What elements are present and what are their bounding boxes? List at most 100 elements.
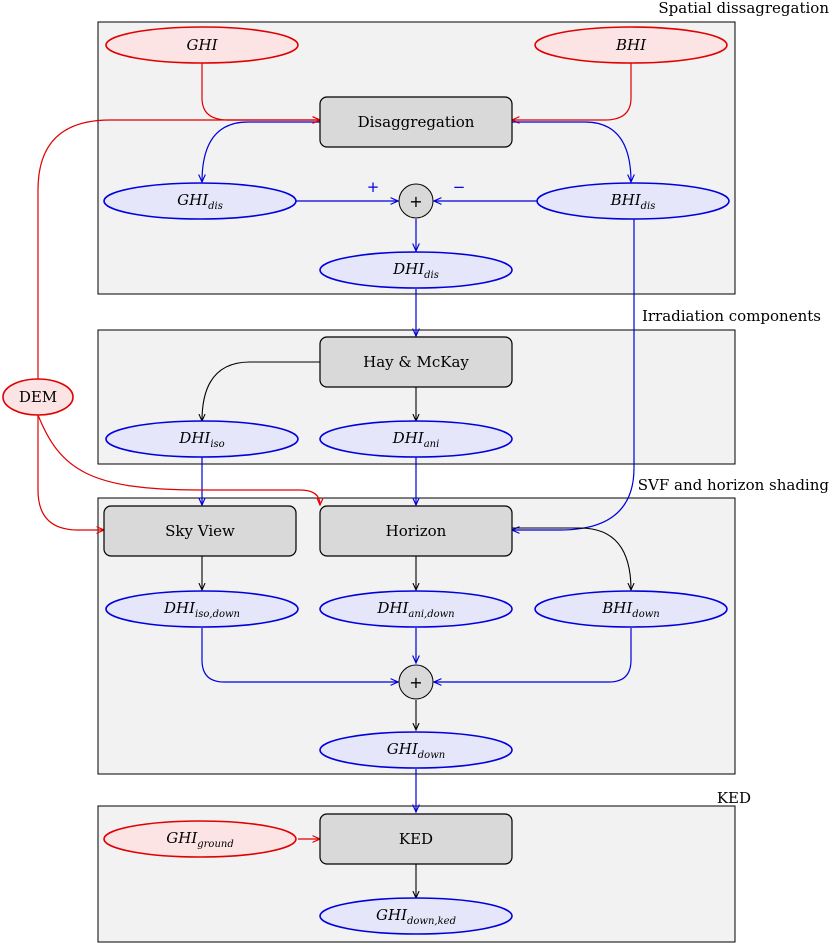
var-ghi-down-ked: GHIdown,ked — [319, 897, 513, 935]
process-disaggregation: Disaggregation — [319, 96, 513, 148]
var-dhi-ani: DHIani — [319, 420, 513, 458]
var-ghi-down-ked-sub: down,ked — [407, 916, 456, 927]
group-svf-title: SVF and horizon shading — [638, 476, 830, 494]
var-dhi-iso-down-ellipse — [105, 590, 299, 628]
var-dhi-dis-ellipse — [319, 251, 513, 289]
var-dhi-ani-down-base: DHI — [376, 599, 409, 617]
var-ghi-dis-sub: dis — [208, 201, 223, 212]
process-hay-mckay-label: Hay & McKay — [363, 353, 469, 371]
process-disaggregation-box — [319, 96, 513, 148]
var-bhi: BHI — [534, 26, 728, 64]
var-dem-label: DEM — [19, 388, 57, 406]
var-bhi-dis-label: BHIdis — [610, 191, 656, 212]
var-bhi-down-base: BHI — [601, 599, 633, 617]
var-ghi-down-ked-label: GHIdown,ked — [376, 906, 456, 927]
var-ghi-ground-label: GHIground — [166, 829, 233, 850]
var-dhi-ani-ellipse — [319, 420, 513, 458]
var-dhi-iso-down-sub: iso,down — [195, 609, 240, 620]
var-ghi-dis-ellipse — [103, 182, 297, 220]
var-dhi-iso-label: DHIiso — [178, 429, 224, 450]
var-dhi-ani-base: DHI — [392, 429, 425, 447]
var-dhi-iso-down-base: DHI — [163, 599, 196, 617]
var-bhi-down-sub: down — [632, 609, 659, 620]
plus-sign: + — [367, 178, 380, 196]
sum-node-dis: + — [398, 183, 434, 219]
var-dhi-ani-down: DHIani,down — [319, 590, 513, 628]
edge-hay-mckay-to-dhi-iso — [202, 361, 320, 421]
var-ghi-ground-sub: ground — [197, 839, 233, 850]
edges — [37, 62, 634, 898]
var-ghi-dis: GHIdis — [103, 182, 297, 220]
process-horizon-label: Horizon — [386, 522, 447, 540]
var-ghi-down: GHIdown — [319, 731, 513, 769]
var-bhi-down-label: BHIdown — [601, 599, 659, 620]
var-bhi-dis-sub: dis — [641, 201, 656, 212]
var-bhi-down-ellipse — [534, 590, 728, 628]
process-horizon: Horizon — [319, 505, 513, 557]
var-dhi-ani-sub: ani — [424, 439, 440, 450]
var-dhi-dis-label: DHIdis — [392, 260, 439, 281]
var-bhi-dis-ellipse — [536, 182, 730, 220]
edge-horizon-to-bhi-down — [512, 527, 631, 590]
var-bhi-dis: BHIdis — [536, 182, 730, 220]
sum-node-down: + — [398, 664, 434, 700]
edge-disaggregation-to-bhi-dis — [512, 121, 631, 182]
var-ghi-ellipse — [105, 26, 299, 64]
var-ghi-down-sub: down — [418, 750, 445, 761]
var-bhi-label: BHI — [615, 36, 647, 54]
var-dhi-dis-base: DHI — [392, 260, 425, 278]
var-ghi-down-ked-base: GHI — [376, 906, 408, 924]
group-spatial-title: Spatial dissagregation — [658, 0, 829, 17]
process-disaggregation-label: Disaggregation — [358, 113, 475, 131]
var-ghi-ground-base: GHI — [166, 829, 198, 847]
var-dhi-iso-down: DHIiso,down — [105, 590, 299, 628]
process-ked-box — [319, 813, 513, 865]
edge-disaggregation-to-ghi-dis — [202, 121, 320, 182]
var-dhi-dis-sub: dis — [424, 270, 439, 281]
edge-bhi-down-to-sum — [434, 628, 632, 682]
var-ghi-down-ked-ellipse — [319, 897, 513, 935]
var-ghi-down-label: GHIdown — [387, 740, 445, 761]
var-dhi-dis: DHIdis — [319, 251, 513, 289]
var-dhi-ani-down-ellipse — [319, 590, 513, 628]
minus-sign: − — [453, 178, 466, 196]
var-dhi-iso-ellipse — [105, 420, 299, 458]
var-ghi-ground-ellipse — [103, 820, 297, 858]
var-bhi-base: BHI — [615, 36, 647, 54]
process-hay-mckay-box — [319, 336, 513, 388]
var-dhi-ani-down-label: DHIani,down — [376, 599, 454, 620]
edge-dem-to-disaggregation — [37, 120, 320, 379]
process-sky-view-label: Sky View — [165, 522, 235, 540]
var-dhi-ani-label: DHIani — [392, 429, 440, 450]
sum-node-dis-circle — [398, 183, 434, 219]
var-dhi-ani-down-sub: ani,down — [408, 609, 454, 620]
edge-dem-to-horizon — [37, 414, 320, 505]
var-dhi-iso-down-label: DHIiso,down — [163, 599, 240, 620]
var-bhi-down: BHIdown — [534, 590, 728, 628]
sum-node-dis-symbol: + — [409, 192, 422, 211]
group-ked-title: KED — [717, 789, 751, 807]
sum-node-down-circle — [398, 664, 434, 700]
var-ghi-dis-base: GHI — [177, 191, 209, 209]
var-ghi-down-ellipse — [319, 731, 513, 769]
var-ghi: GHI — [105, 26, 299, 64]
process-ked-label: KED — [399, 830, 433, 848]
var-ghi-label: GHI — [187, 36, 219, 54]
var-ghi-base: GHI — [187, 36, 219, 54]
var-bhi-dis-base: BHI — [610, 191, 642, 209]
process-ked: KED — [319, 813, 513, 865]
var-ghi-dis-label: GHIdis — [177, 191, 223, 212]
var-dem-ellipse — [2, 378, 74, 416]
var-ghi-ground: GHIground — [103, 820, 297, 858]
group-irradiation-title: Irradiation components — [642, 307, 821, 325]
var-dhi-iso-base: DHI — [178, 429, 211, 447]
sum-node-down-symbol: + — [409, 673, 422, 692]
var-dhi-iso-sub: iso — [210, 439, 224, 450]
edge-dem-to-sky-view — [37, 415, 104, 530]
var-dhi-iso: DHIiso — [105, 420, 299, 458]
process-horizon-box — [319, 505, 513, 557]
var-dem: DEM — [2, 378, 74, 416]
process-sky-view: Sky View — [103, 505, 297, 557]
var-bhi-ellipse — [534, 26, 728, 64]
